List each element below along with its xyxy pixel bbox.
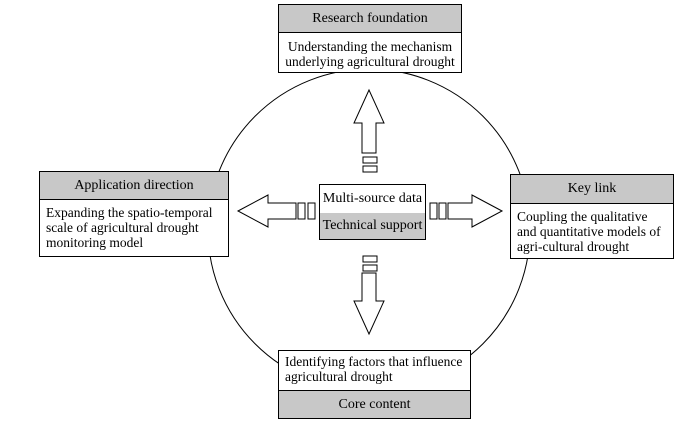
technical-support-label: Technical support [320, 213, 425, 239]
up-arrow [353, 88, 385, 173]
application-direction-heading: Application direction [40, 172, 228, 200]
core-content-text: Identifying factors that influence agric… [285, 354, 463, 384]
application-direction-box: Application direction Expanding the spat… [39, 171, 229, 257]
down-arrow [353, 255, 385, 336]
core-content-box: Identifying factors that influence agric… [278, 350, 471, 419]
key-link-box: Key link Coupling the qualitative and qu… [510, 174, 674, 259]
key-link-text: Coupling the qualitative and quantitativ… [517, 209, 661, 254]
right-arrow [429, 194, 504, 228]
key-link-heading: Key link [511, 175, 673, 204]
research-foundation-heading: Research foundation [279, 5, 461, 33]
multi-source-data-label: Multi-source data [322, 191, 423, 206]
application-direction-text: Expanding the spatio-temporal scale of a… [46, 205, 213, 250]
research-foundation-box: Research foundation Understanding the me… [278, 4, 462, 73]
core-content-heading: Core content [279, 390, 470, 418]
center-box: Multi-source data Technical support [319, 184, 426, 240]
research-foundation-text: Understanding the mechanism underlying a… [285, 39, 455, 69]
left-arrow [236, 194, 316, 228]
